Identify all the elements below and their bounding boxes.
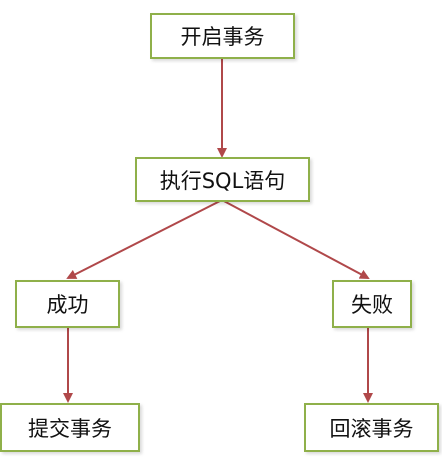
arrow-execute-to-failure [221, 199, 370, 279]
node-rollback-transaction: 回滚事务 [304, 403, 439, 452]
node-execute-sql: 执行SQL语句 [135, 157, 310, 202]
node-commit-transaction: 提交事务 [0, 403, 140, 452]
node-success: 成功 [15, 280, 120, 328]
node-failure: 失败 [332, 280, 412, 328]
arrow-execute-to-success [66, 199, 223, 279]
node-start-transaction: 开启事务 [150, 13, 295, 59]
